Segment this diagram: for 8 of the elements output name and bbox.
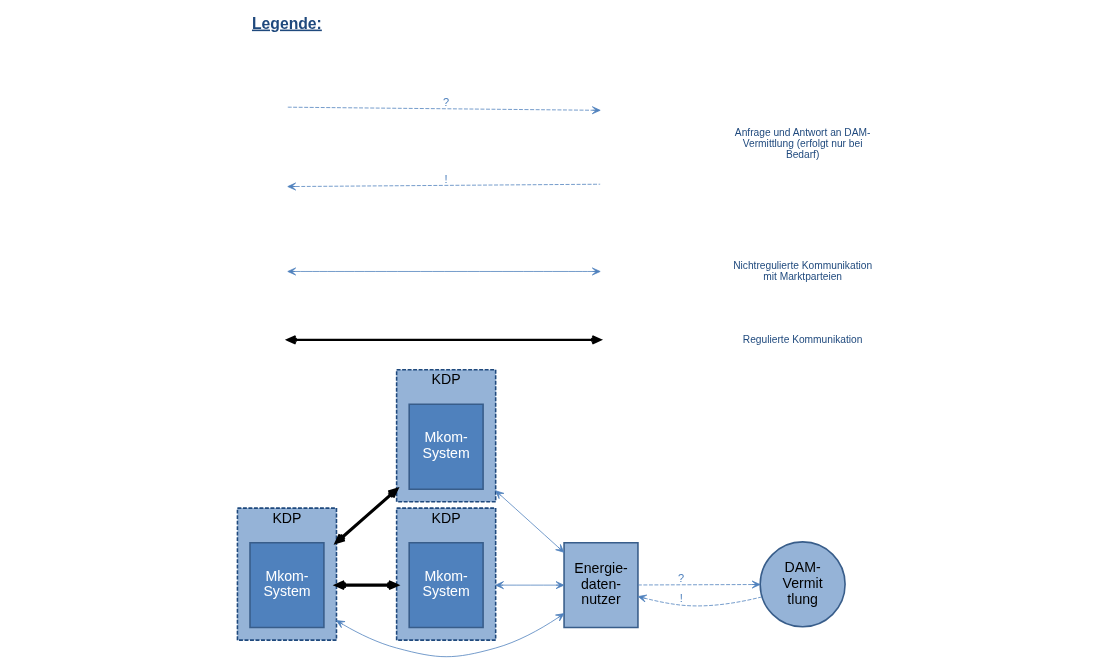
- label: !: [444, 172, 448, 185]
- legend-label: Regulierte Kommunikation: [742, 333, 862, 345]
- label: ?: [442, 95, 449, 108]
- legend-label: Anfrage und Antwort an DAM-Vermittlung (erfolgt nur bei Bedarf): [734, 126, 870, 160]
- label: Legende:: [251, 14, 322, 32]
- edge-label: !: [679, 591, 683, 604]
- legend-label: Nichtregulierte Kommunikation mit Marktparteien: [732, 259, 872, 282]
- edge-label: ?: [677, 572, 684, 585]
